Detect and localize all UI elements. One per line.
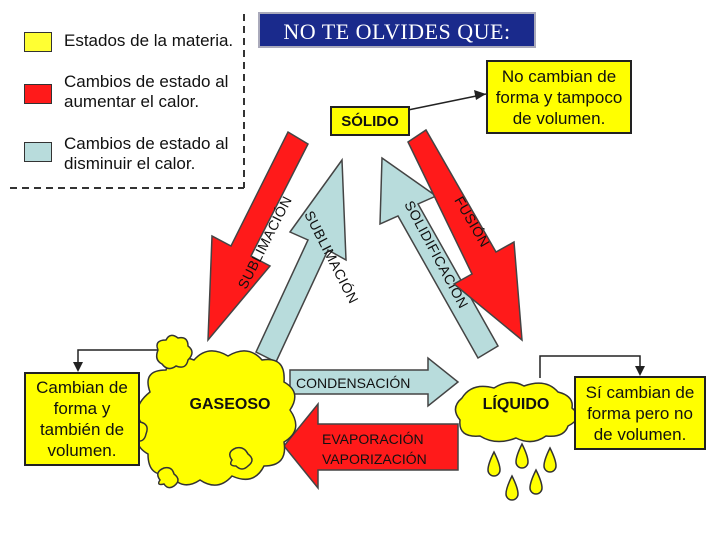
legend-swatch-heat-up xyxy=(24,84,52,104)
evaporation-arrow xyxy=(283,401,459,491)
solid-note-line-3: de volumen. xyxy=(512,108,606,128)
gas-note-box: Cambian de forma y también de volumen. xyxy=(24,372,140,466)
gas-cloud-shape xyxy=(136,350,297,486)
liquid-note-line-1: Sí cambian de xyxy=(585,382,695,402)
liquid-drop-5 xyxy=(529,468,543,495)
liquid-note-line-3: de volumen. xyxy=(593,424,687,444)
gas-puff-1 xyxy=(155,334,193,370)
fusion-arrow xyxy=(407,128,523,342)
legend-label-heat-up-line-1: Cambios de estado al xyxy=(64,72,229,91)
solid-state-label: SÓLIDO xyxy=(341,112,399,130)
liquid-puddle xyxy=(454,381,578,501)
page-title: NO TE OLVIDES QUE: xyxy=(258,12,536,48)
legend-label-cool-down-line-1: Cambios de estado al xyxy=(64,134,229,153)
liquid-note-connector xyxy=(539,355,641,378)
legend-label-cool-down-line-2: disminuir el calor. xyxy=(64,154,196,173)
solid-note-connector xyxy=(407,93,487,111)
gas-note-arrowhead xyxy=(73,362,83,372)
liquid-note-box: Sí cambian de forma pero no de volumen. xyxy=(574,376,706,450)
evaporation-label: EVAPORACIÓN xyxy=(322,431,424,447)
gas-note-line-4: volumen. xyxy=(47,441,117,460)
liquid-state-label: LÍQUIDO xyxy=(482,396,550,413)
legend-swatch-states xyxy=(24,32,52,52)
liquid-note-line-2: forma pero no xyxy=(587,403,693,423)
gas-puff-4 xyxy=(157,466,179,489)
solid-state-box: SÓLIDO xyxy=(330,106,410,136)
solid-note-arrowhead xyxy=(474,90,486,100)
gas-note-line-2: forma y xyxy=(53,399,111,418)
solidification-arrow xyxy=(379,156,500,360)
gas-note-line-1: Cambian de xyxy=(36,378,128,397)
solid-note-line-1: No cambian de xyxy=(501,66,617,86)
legend-label-heat-up-line-2: aumentar el calor. xyxy=(64,92,200,111)
legend-label-heat-up: Cambios de estado al aumentar el calor. xyxy=(64,72,228,112)
liquid-note-arrowhead xyxy=(635,366,645,376)
legend-label-cool-down: Cambios de estado al disminuir el calor. xyxy=(64,134,228,174)
liquid-drop-2 xyxy=(515,442,529,469)
liquid-puddle-shape xyxy=(454,381,578,443)
liquid-drop-4 xyxy=(505,474,519,501)
condensation-arrow xyxy=(289,356,460,408)
solid-note-box: No cambian de forma y tampoco de volumen… xyxy=(486,60,632,134)
legend-label-states: Estados de la materia. xyxy=(64,31,234,50)
sublimation-red-arrow xyxy=(207,130,309,343)
legend-swatch-cool-down xyxy=(24,142,52,162)
liquid-drop-1 xyxy=(487,450,501,477)
gas-note-line-3: también de xyxy=(39,420,125,439)
condensation-label: CONDENSACIÓN xyxy=(296,375,410,391)
solid-note-line-2: forma y tampoco xyxy=(495,87,623,107)
gas-puff-3 xyxy=(229,446,253,470)
vaporization-label: VAPORIZACIÓN xyxy=(322,451,427,467)
sublimation-blue-arrow xyxy=(255,157,347,364)
gas-state-label: GASEOSO xyxy=(189,396,271,413)
liquid-drop-3 xyxy=(543,446,557,473)
